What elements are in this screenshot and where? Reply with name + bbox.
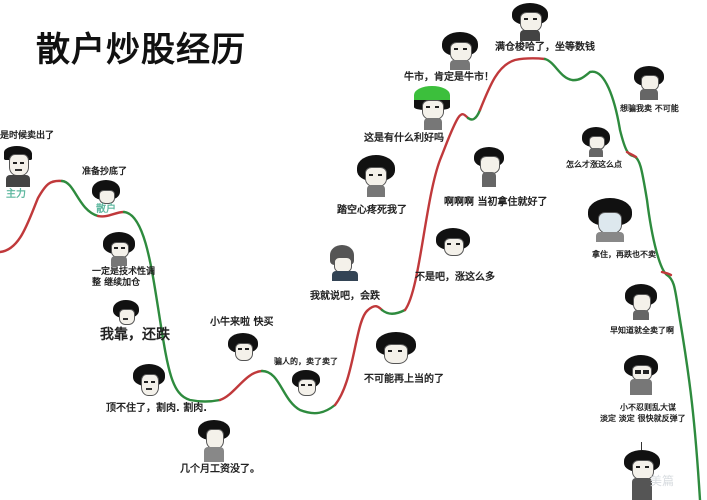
watermark: 美篇: [650, 474, 675, 488]
curve-fall-6: [543, 57, 592, 82]
curve-rise-4: [333, 305, 384, 407]
retail-face-4: [133, 364, 165, 398]
stay-calm-face: [624, 355, 658, 395]
curve-rise-5: [403, 113, 470, 312]
caption-ready-bottom: 准备抄底了: [82, 167, 128, 177]
rose-so-much-face: [436, 228, 470, 264]
curve-fall-5: [466, 108, 482, 121]
curve-fall-2: [122, 210, 222, 403]
retail-face-7: [292, 370, 320, 400]
caption-hold-on: 拿住，再跌也不卖: [592, 250, 656, 259]
caption-told-you: 我就说吧，会跌: [310, 291, 380, 302]
caption-main-force-tag: 主力: [6, 189, 26, 200]
caption-short-regret: 踏空心疼死我了: [337, 205, 407, 216]
should-sold-all-face: [625, 284, 657, 320]
curve-fall-7: [588, 70, 702, 500]
bottom-face: [624, 442, 660, 500]
retail-face-1: [92, 180, 120, 204]
curve-blip-1: [625, 150, 638, 159]
retail-face-5: [198, 420, 230, 462]
page-title: 散户炒股经历: [36, 30, 246, 70]
caption-main-force-sell: 是时候卖出了: [0, 131, 55, 141]
caption-still-falling: 我靠，还跌: [100, 327, 170, 343]
caption-cut-loss: 顶不住了，割肉. 割肉.: [106, 403, 208, 414]
caption-rose-so-much: 不是吧，涨这么多: [415, 272, 495, 283]
should-have-held-face: [474, 147, 508, 187]
caption-should-have-held: 啊啊啊 当初拿住就好了: [444, 197, 548, 208]
hold-on-face: [588, 198, 632, 242]
retail-face-3: [113, 300, 139, 326]
caption-cheated-sell: 骗人的，卖了卖了: [274, 357, 338, 366]
caption-technical-adjust-1: 一定是技术性调: [92, 267, 156, 277]
short-regret-face: [357, 155, 395, 197]
curve-rise-2: [96, 210, 126, 218]
curve-rise-6: [478, 57, 547, 112]
caption-rose-so-little: 怎么才涨这么点: [566, 160, 622, 169]
caption-small-bull: 小牛来啦 快买: [210, 317, 274, 328]
caption-technical-adjust-2: 整 继续加仓: [92, 278, 141, 288]
bull-market-face: [442, 32, 478, 70]
told-you-face: [330, 245, 362, 281]
caption-not-fooled-again: 不可能再上当的了: [364, 374, 444, 385]
rose-so-little-face: [582, 127, 612, 157]
curve-rise-3: [218, 369, 264, 402]
no-sell-face: [634, 66, 664, 100]
caption-full-position: 满仓梭哈了，坐等数钱: [495, 42, 595, 53]
curve-fall-4: [380, 308, 407, 315]
retail-face-6: [228, 333, 258, 365]
caption-bull-market: 牛市，肯定是牛市！: [404, 72, 494, 83]
retail-face-2: [103, 232, 135, 266]
green-helmet-face: [414, 86, 450, 130]
caption-stay-calm-1: 小不忍则乱大谋: [620, 403, 676, 412]
caption-stay-calm-2: 淡定 淡定 很快就反弹了: [600, 414, 686, 423]
caption-should-sold-all: 早知道就全卖了啊: [610, 326, 674, 335]
caption-retail-tag: 散户: [96, 204, 116, 215]
curve-fall-3: [260, 369, 337, 415]
full-position-face: [512, 3, 548, 41]
curve-fall-1: [60, 179, 100, 218]
caption-salary-gone: 几个月工资没了。: [180, 464, 260, 475]
main-force-face: [4, 146, 32, 188]
curve-blip-2: [660, 270, 673, 277]
curve-rise-1: [0, 179, 64, 254]
caption-good-news: 这是有什么利好吗: [364, 133, 444, 144]
not-fooled-face: [376, 332, 416, 366]
caption-no-sell: 想骗我卖 不可能: [620, 104, 679, 113]
